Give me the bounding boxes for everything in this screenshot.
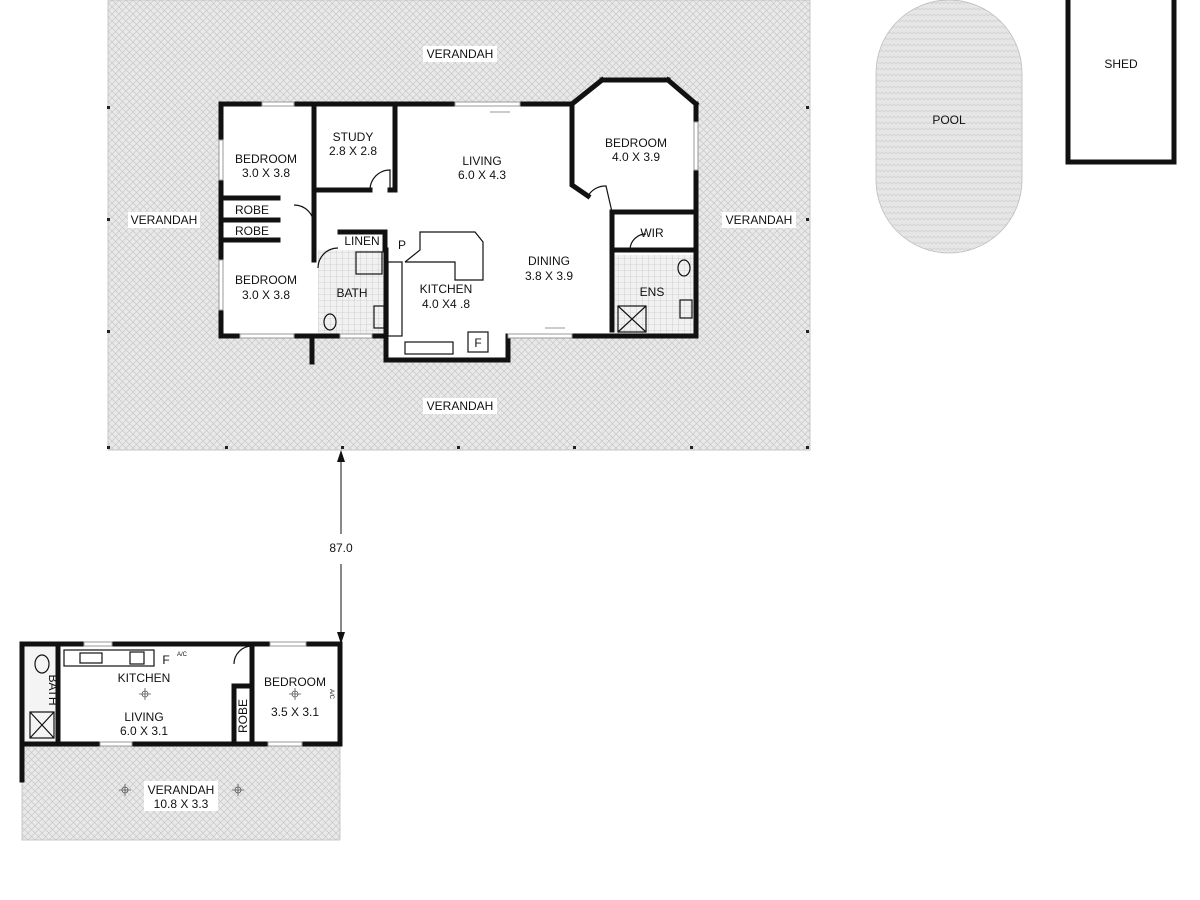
pool-label: POOL — [932, 113, 966, 127]
house-interior — [221, 80, 696, 360]
robe2-label: ROBE — [235, 224, 269, 238]
study-size: 2.8 X 2.8 — [329, 144, 377, 158]
shed: SHED — [1065, 0, 1177, 165]
distance-dimension: 87.0 — [329, 450, 353, 644]
granny-verandah-name: VERANDAH — [148, 783, 215, 797]
verandah-bottom-label: VERANDAH — [427, 399, 494, 413]
pantry-label: P — [398, 238, 406, 252]
master-bedroom-name: BEDROOM — [605, 136, 667, 150]
granny-living-size: 6.0 X 3.1 — [120, 724, 168, 738]
living-size: 6.0 X 4.3 — [458, 168, 506, 182]
bath-label: BATH — [336, 286, 367, 300]
granny-bath-label: BATH — [46, 674, 60, 705]
robe1-label: ROBE — [235, 203, 269, 217]
pool: POOL — [875, 0, 1023, 254]
granny-living-name: LIVING — [124, 710, 163, 724]
kitchen-size: 4.0 X4 .8 — [422, 297, 470, 311]
distance-label: 87.0 — [329, 541, 353, 555]
granny-kitchen-label: KITCHEN — [118, 671, 171, 685]
granny-flat-labels: BATH KITCHEN LIVING 6.0 X 3.1 F A/C A/C … — [46, 652, 334, 811]
ens-label: ENS — [640, 285, 665, 299]
house-fixtures — [218, 101, 699, 355]
linen-label: LINEN — [344, 234, 379, 248]
wir-label: WIR — [640, 226, 664, 240]
bedroom1-size: 3.0 X 3.8 — [242, 166, 290, 180]
granny-bedroom-size: 3.5 X 3.1 — [271, 705, 319, 719]
granny-verandah-size: 10.8 X 3.3 — [154, 797, 209, 811]
bedroom2-size: 3.0 X 3.8 — [242, 288, 290, 302]
granny-ac2-label: A/C — [328, 689, 334, 700]
dining-size: 3.8 X 3.9 — [525, 269, 573, 283]
living-name: LIVING — [462, 154, 501, 168]
granny-bedroom-name: BEDROOM — [264, 675, 326, 689]
bedroom2-name: BEDROOM — [235, 273, 297, 287]
granny-robe-label: ROBE — [236, 699, 250, 733]
fridge-label: F — [474, 336, 481, 350]
verandah-right-label: VERANDAH — [726, 213, 793, 227]
shed-label: SHED — [1104, 57, 1138, 71]
granny-fridge-label: F — [162, 653, 169, 667]
main-house-labels: VERANDAH VERANDAH VERANDAH VERANDAH BEDR… — [128, 46, 796, 414]
master-bedroom-size: 4.0 X 3.9 — [612, 150, 660, 164]
kitchen-name: KITCHEN — [420, 282, 473, 296]
dining-name: DINING — [528, 254, 570, 268]
study-name: STUDY — [333, 130, 374, 144]
granny-ac1-label: A/C — [177, 652, 188, 658]
granny-flat — [19, 641, 343, 841]
verandah-left-label: VERANDAH — [131, 213, 198, 227]
bedroom1-name: BEDROOM — [235, 152, 297, 166]
verandah-top-label: VERANDAH — [427, 47, 494, 61]
